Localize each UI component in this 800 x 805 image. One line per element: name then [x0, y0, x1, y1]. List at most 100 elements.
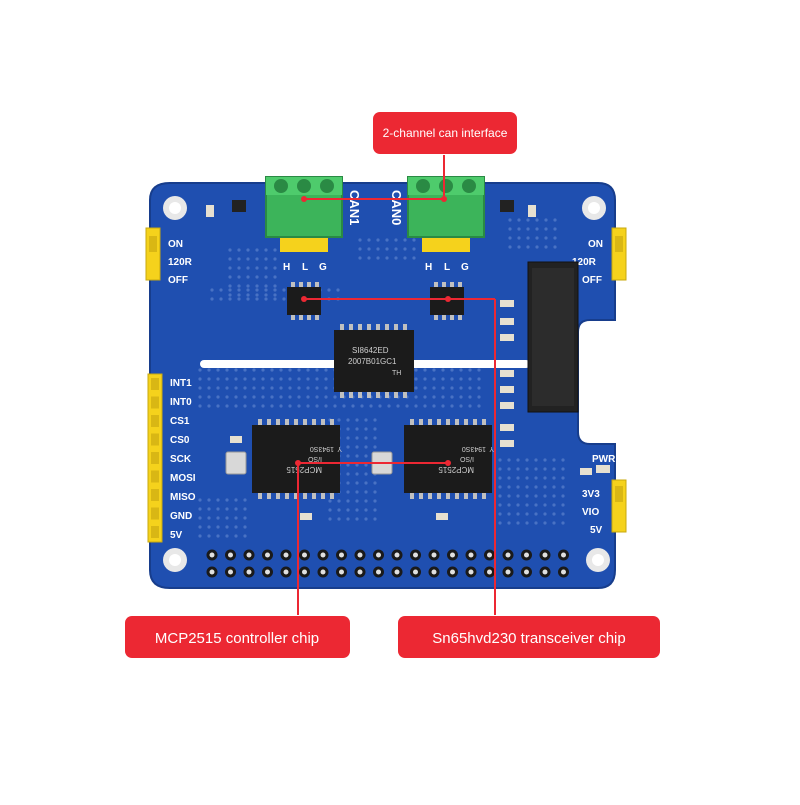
- via-dot: [288, 404, 292, 408]
- via-dot: [412, 247, 416, 251]
- header-pin: [151, 470, 159, 483]
- via-dot: [355, 463, 359, 467]
- via-dot: [273, 257, 277, 261]
- via-dot: [373, 490, 377, 494]
- gpio-hole-core: [265, 552, 270, 558]
- via-dot: [360, 404, 364, 408]
- via-dot: [364, 445, 368, 449]
- via-dot: [525, 467, 529, 471]
- via-dot: [373, 418, 377, 422]
- via-dot: [552, 494, 556, 498]
- gpio-hole-core: [209, 552, 215, 558]
- isolator-pin: [403, 392, 407, 398]
- via-dot: [373, 427, 377, 431]
- via-dot: [364, 427, 368, 431]
- via-dot: [337, 508, 341, 512]
- via-dot: [273, 293, 277, 297]
- via-dot: [526, 227, 530, 231]
- via-dot: [255, 293, 259, 297]
- via-dot: [252, 377, 256, 381]
- via-dot: [405, 404, 409, 408]
- via-dot: [246, 275, 250, 279]
- smd-right: [528, 205, 536, 217]
- callout-can-interface: 2-channel can interface: [373, 112, 517, 154]
- via-dot: [243, 516, 247, 520]
- via-dot: [364, 454, 368, 458]
- via-dot: [315, 377, 319, 381]
- via-dot: [423, 386, 427, 390]
- controller-pin: [482, 493, 486, 499]
- via-dot: [228, 284, 232, 288]
- via-dot: [432, 368, 436, 372]
- right-jumper: [611, 227, 627, 281]
- via-dot: [508, 245, 512, 249]
- via-dot: [535, 227, 539, 231]
- controller-pin: [464, 419, 468, 425]
- via-dot: [535, 218, 539, 222]
- via-dot: [423, 404, 427, 408]
- via-dot: [364, 463, 368, 467]
- via-dot: [355, 454, 359, 458]
- via-dot: [526, 218, 530, 222]
- via-dot: [477, 386, 481, 390]
- via-dot: [364, 499, 368, 503]
- via-dot: [246, 266, 250, 270]
- can0-terminal: [407, 176, 485, 252]
- via-dot: [282, 297, 286, 301]
- via-dot: [364, 472, 368, 476]
- via-dot: [516, 494, 520, 498]
- via-dot: [279, 395, 283, 399]
- via-dot: [237, 297, 241, 301]
- isolator-pin: [385, 324, 389, 330]
- via-dot: [507, 503, 511, 507]
- via-dot: [543, 494, 547, 498]
- via-dot: [544, 236, 548, 240]
- can0-label: CAN0: [389, 190, 404, 225]
- via-dot: [243, 386, 247, 390]
- isolator-pin: [394, 324, 398, 330]
- controller-pin: [294, 493, 298, 499]
- via-dot: [498, 467, 502, 471]
- gpio-hole-core: [302, 569, 307, 575]
- via-dot: [216, 525, 220, 529]
- via-dot: [337, 499, 341, 503]
- gpio-hole-core: [246, 552, 252, 558]
- via-dot: [412, 238, 416, 242]
- left-jumper: [145, 227, 161, 281]
- via-dot: [273, 288, 277, 292]
- gpio-hole-core: [431, 569, 437, 575]
- via-dot: [364, 436, 368, 440]
- via-dot: [261, 368, 265, 372]
- via-dot: [279, 386, 283, 390]
- via-dot: [282, 288, 286, 292]
- can1-pin-h: H: [283, 262, 290, 273]
- via-dot: [216, 534, 220, 538]
- gpio-hole-core: [394, 569, 400, 575]
- via-dot: [355, 499, 359, 503]
- isolator-pin: [367, 392, 371, 398]
- via-dot: [355, 427, 359, 431]
- controller-pin: [428, 493, 432, 499]
- via-dot: [225, 498, 229, 502]
- via-dot: [306, 404, 310, 408]
- via-dot: [441, 368, 445, 372]
- gpio-hole-core: [561, 552, 566, 558]
- controller-pin: [258, 419, 262, 425]
- via-dot: [534, 494, 538, 498]
- via-dot: [264, 257, 268, 261]
- via-dot: [516, 521, 520, 525]
- via-dot: [261, 377, 265, 381]
- via-dot: [525, 512, 529, 516]
- via-dot: [315, 368, 319, 372]
- via-dot: [255, 257, 259, 261]
- via-dot: [324, 377, 328, 381]
- gpio-hole-core: [228, 552, 233, 558]
- via-dot: [346, 418, 350, 422]
- controller-pin: [419, 493, 423, 499]
- via-dot: [516, 458, 520, 462]
- via-dot: [459, 368, 463, 372]
- via-dot: [306, 377, 310, 381]
- isolator-marking-3: TH: [392, 370, 401, 377]
- via-dot: [351, 404, 355, 408]
- via-dot: [450, 395, 454, 399]
